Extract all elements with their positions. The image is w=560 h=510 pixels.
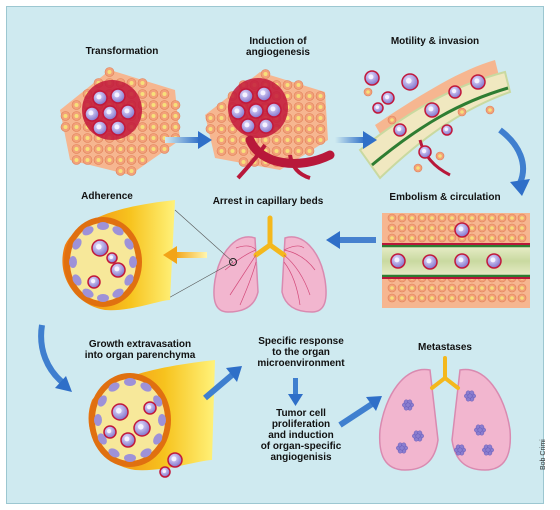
lungs-arrest xyxy=(164,209,327,313)
label-tumor-proliferation: Tumor cell proliferation and induction o… xyxy=(260,408,342,463)
motility-vessel xyxy=(358,60,512,180)
lungs-metastases xyxy=(378,356,512,471)
label-embolism: Embolism & circulation xyxy=(389,192,501,203)
growth-vessel xyxy=(88,360,215,478)
label-arrest: Arrest in capillary beds xyxy=(212,196,324,207)
label-metastases: Metastases xyxy=(418,342,472,353)
arrow-motility-to-embolism xyxy=(498,127,530,196)
arrow-growth-to-specific xyxy=(203,366,242,401)
adherence-vessel xyxy=(62,200,175,311)
arrow-embolism-to-arrest xyxy=(326,231,376,249)
arrow-arrest-to-adherence xyxy=(163,246,207,264)
artist-credit: Bob Crimi xyxy=(540,439,547,470)
embolism-tissue xyxy=(382,213,530,308)
arrow-angiogenesis-to-motility xyxy=(335,131,377,149)
arrow-transformation-to-angiogenesis xyxy=(165,131,212,149)
angiogenesis-tissue xyxy=(205,69,335,180)
transformation-tissue xyxy=(60,67,181,176)
label-specific: Specific response to the organ microenvi… xyxy=(257,336,345,369)
arrow-adherence-to-growth xyxy=(38,324,72,392)
label-angiogenesis: Induction of angiogenesis xyxy=(246,36,310,58)
label-adherence: Adherence xyxy=(81,191,133,202)
label-motility: Motility & invasion xyxy=(390,36,480,47)
label-transformation: Transformation xyxy=(85,46,159,57)
label-growth: Growth extravasation into organ parenchy… xyxy=(84,339,196,361)
arrow-tumor-to-metastases xyxy=(338,396,382,428)
arrow-specific-to-tumor xyxy=(288,378,303,406)
